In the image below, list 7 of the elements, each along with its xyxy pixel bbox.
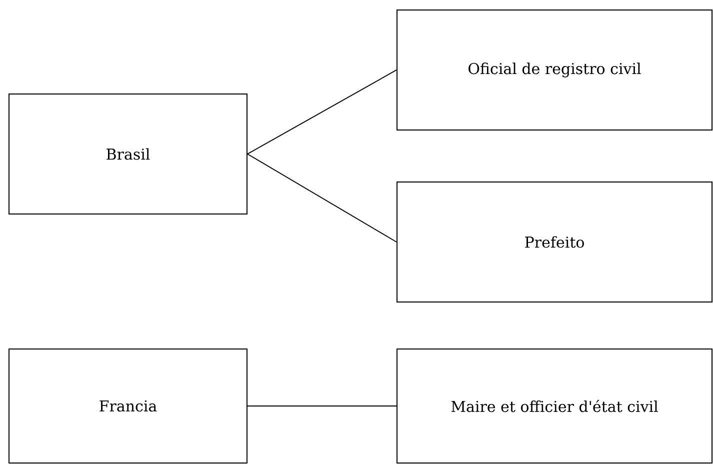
text-box: Maire et officier d'état civil <box>396 348 712 464</box>
text-box: Brasil <box>8 94 248 214</box>
connector-line <box>247 154 397 242</box>
connector-line <box>247 70 397 154</box>
text-box: Oficial de registro civil <box>396 10 712 130</box>
text-box: Francia <box>8 348 248 464</box>
text-box: Prefeito <box>396 182 712 302</box>
